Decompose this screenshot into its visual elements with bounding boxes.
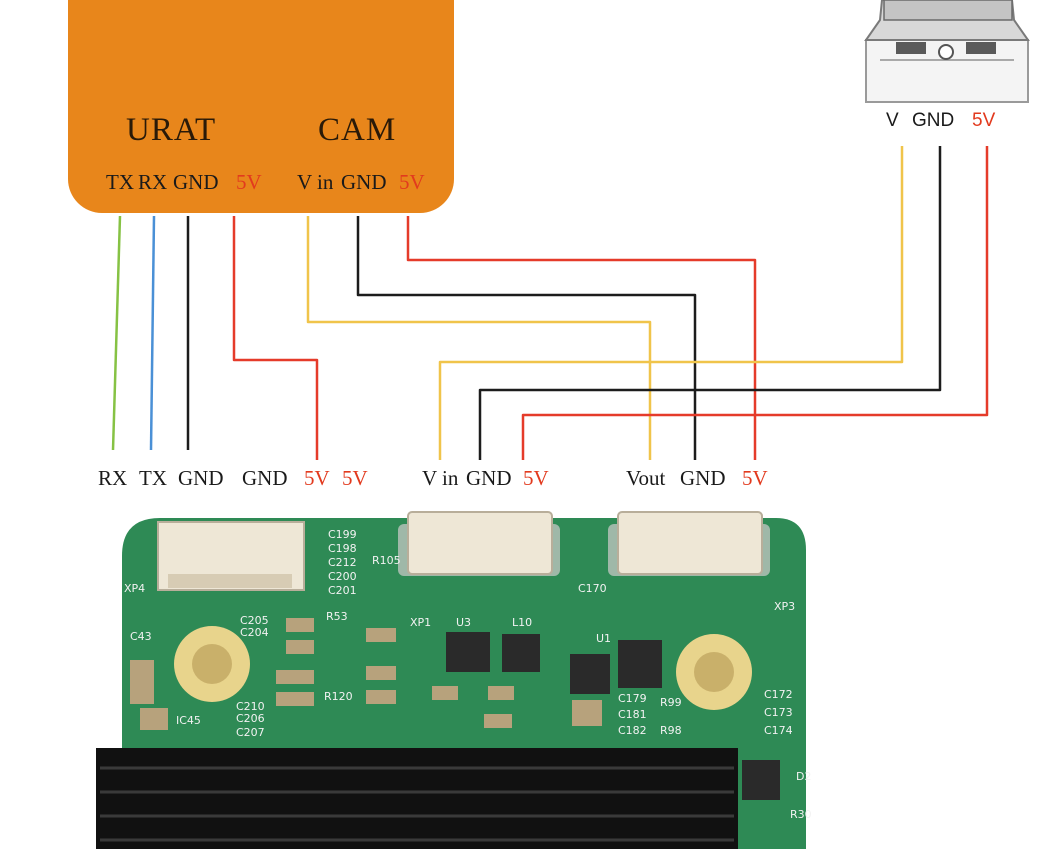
silkscreen-label: R30 (790, 808, 812, 821)
fc-cam-pin-5v: 5V (399, 170, 425, 194)
fc-pin-5v: 5V (236, 170, 262, 194)
xp4-latch (168, 574, 292, 588)
silkscreen-label: C43 (130, 630, 152, 643)
wire-camera-gnd-black (478, 146, 942, 460)
camera-pin-5v: 5V (972, 110, 996, 131)
board-pin-vin: V in (422, 466, 459, 490)
camera-lens-ring (883, 0, 1013, 21)
silkscreen-label: XP1 (410, 616, 431, 629)
component-xp1-a (366, 628, 396, 642)
board-pin-5v-3: 5V (523, 466, 549, 490)
board-pin-gnd-1: GND (178, 466, 224, 490)
component-c205 (286, 618, 314, 632)
xp3-connector (617, 511, 763, 575)
camera-bracket-right (966, 42, 996, 54)
silkscreen-label: R120 (324, 690, 353, 703)
silkscreen-label: XP3 (774, 600, 795, 613)
board-pin-gnd-2: GND (242, 466, 288, 490)
wire-cam-5v-red (406, 216, 757, 460)
camera-bracket-left (896, 42, 926, 54)
silkscreen-label: C210 (236, 700, 265, 713)
silkscreen-label: C182 (618, 724, 647, 737)
component-c43 (130, 660, 154, 704)
component-c2 (488, 686, 514, 700)
component-c1 (432, 686, 458, 700)
camera-pin-gnd: GND (912, 110, 955, 131)
fc-cam-pin-vin: V in (297, 170, 334, 194)
board-pin-vout: Vout (626, 466, 666, 490)
wire-uart-tx-green (111, 215, 122, 451)
ic-u3 (446, 632, 490, 672)
uart-group-label: URAT (126, 112, 217, 148)
silkscreen-label: IC45 (176, 714, 201, 727)
silkscreen-label: C200 (328, 570, 357, 583)
silkscreen-label: C207 (236, 726, 265, 739)
ic-d2 (742, 760, 780, 800)
board-pin-rx: RX (98, 466, 128, 490)
component-c179 (572, 700, 602, 726)
component-ic45 (140, 708, 168, 730)
fc-pin-gnd: GND (173, 170, 219, 194)
board-pin-5v-4: 5V (742, 466, 768, 490)
wire-camera-5v-red (521, 146, 989, 460)
board-pin-gnd-4: GND (680, 466, 726, 490)
silkscreen-label: C198 (328, 542, 357, 555)
silkscreen-label: C204 (240, 626, 269, 639)
silkscreen-label: L10 (512, 616, 532, 629)
silkscreen-label: R53 (326, 610, 348, 623)
fc-pin-rx: RX (138, 170, 168, 194)
mounting-hole-right-inner (694, 652, 734, 692)
ic-u1b (618, 640, 662, 688)
camera-pin-v: V (886, 110, 899, 131)
component-r120-a (276, 670, 314, 684)
silkscreen-label: C181 (618, 708, 647, 721)
silkscreen-label: C173 (764, 706, 793, 719)
component-r120-b (276, 692, 314, 706)
fc-cam-pin-gnd: GND (341, 170, 387, 194)
silkscreen-label: U1 (596, 632, 611, 645)
silkscreen-label: C174 (764, 724, 793, 737)
silkscreen-label: C179 (618, 692, 647, 705)
silkscreen-label: R98 (660, 724, 682, 737)
silkscreen-label: C201 (328, 584, 357, 597)
component-xp1-c (366, 690, 396, 704)
board-pin-gnd-3: GND (466, 466, 512, 490)
silkscreen-label: C206 (236, 712, 265, 725)
pcb-board (96, 511, 806, 849)
cam-group-label: CAM (318, 112, 397, 148)
camera-screw-icon (938, 44, 954, 60)
flight-controller-block (68, 0, 454, 213)
board-pin-5v-2: 5V (342, 466, 368, 490)
board-pin-tx: TX (139, 466, 167, 490)
component-c204 (286, 640, 314, 654)
wire-cam-gnd-black (356, 216, 697, 460)
silkscreen-label: U3 (456, 616, 471, 629)
wire-uart-rx-blue (149, 215, 156, 451)
silkscreen-label: R99 (660, 696, 682, 709)
board-pin-5v-1: 5V (304, 466, 330, 490)
silkscreen-label: C205 (240, 614, 269, 627)
silkscreen-label: C199 (328, 528, 357, 541)
component-xp1-b (366, 666, 396, 680)
camera-module (864, 0, 1030, 103)
ic-l10 (502, 634, 540, 672)
wire-uart-5v-red (232, 216, 319, 460)
component-c3 (484, 714, 512, 728)
heatsink (96, 748, 738, 849)
mounting-hole-left-inner (192, 644, 232, 684)
silkscreen-label: C170 (578, 582, 607, 595)
silkscreen-label: C172 (764, 688, 793, 701)
wire-camera-v-yellow (438, 146, 904, 460)
silkscreen-label: C212 (328, 556, 357, 569)
ic-u1 (570, 654, 610, 694)
silkscreen-label: D2 (796, 770, 811, 783)
xp1-connector (407, 511, 553, 575)
silkscreen-label: R105 (372, 554, 401, 567)
silkscreen-label: XP4 (124, 582, 145, 595)
fc-pin-tx: TX (106, 170, 134, 194)
